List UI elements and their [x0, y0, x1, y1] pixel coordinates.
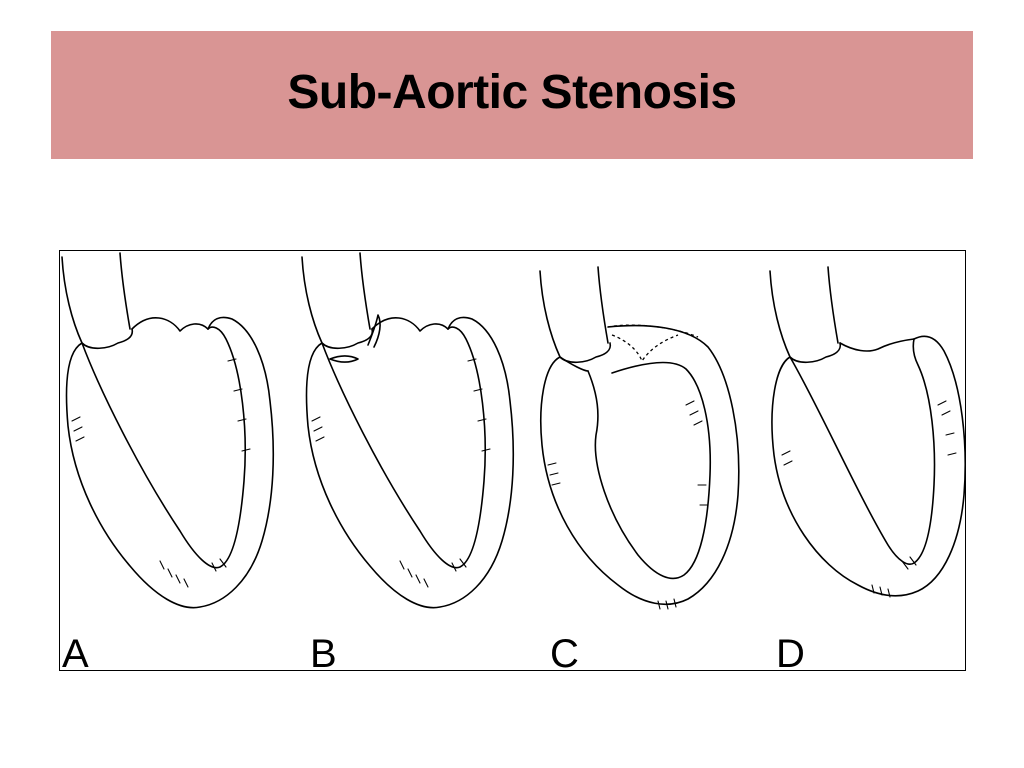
- slide-title: Sub-Aortic Stenosis: [287, 65, 737, 119]
- panel-label-d: D: [776, 632, 805, 670]
- panel-a-heart-drawing: [61, 252, 275, 609]
- panel-b-heart-drawing: [301, 252, 515, 609]
- title-banner: Sub-Aortic Stenosis: [51, 31, 973, 159]
- panel-d-heart-drawing: [769, 266, 965, 598]
- panel-c-heart-drawing: [539, 266, 740, 610]
- panel-label-c: C: [550, 632, 579, 670]
- panel-label-a: A: [62, 632, 89, 670]
- panel-label-b: B: [310, 632, 337, 670]
- heart-diagram-figure: A B C D: [59, 250, 966, 671]
- heart-diagram-svg: A B C D: [61, 252, 965, 670]
